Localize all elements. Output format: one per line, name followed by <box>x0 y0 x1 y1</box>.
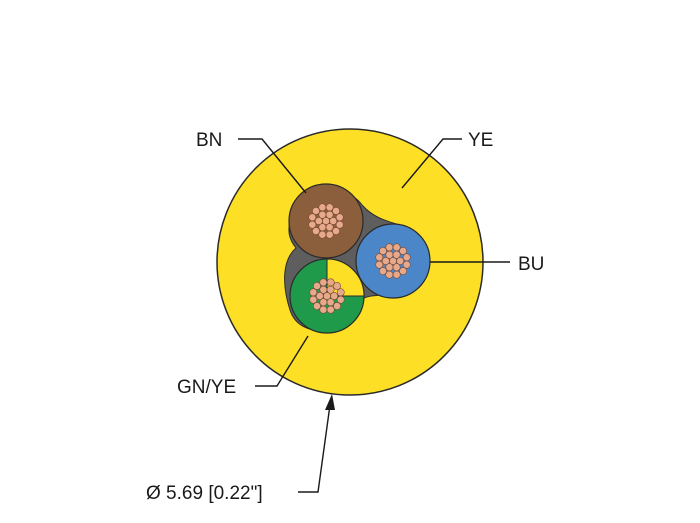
copper-strand <box>308 213 317 222</box>
copper-strand <box>325 210 334 219</box>
copper-strand <box>325 203 334 212</box>
copper-strand <box>314 217 323 225</box>
copper-strand <box>325 223 334 232</box>
copper-strand <box>402 260 411 269</box>
leader-line-jacket <box>401 138 462 189</box>
copper-strand <box>332 227 340 235</box>
copper-strand <box>392 250 401 259</box>
copper-strand <box>319 305 328 314</box>
diameter-arrowhead <box>325 394 335 410</box>
copper-strand <box>308 220 317 229</box>
copper-strand <box>332 207 340 215</box>
copper-strand <box>326 285 335 294</box>
copper-strand <box>312 207 320 215</box>
copper-strand <box>335 220 344 229</box>
ground-core-conductor <box>309 278 345 314</box>
copper-strand <box>381 257 390 265</box>
label-blue-core: BU <box>518 254 544 275</box>
copper-strand <box>392 270 401 279</box>
copper-strand <box>385 270 394 279</box>
copper-strand <box>396 257 405 265</box>
copper-strand <box>309 288 318 297</box>
blue-core <box>355 223 431 299</box>
label-ground-core: GN/YE <box>177 377 236 398</box>
label-jacket: YE <box>468 130 493 151</box>
copper-strand <box>375 253 384 262</box>
copper-strand <box>319 278 328 287</box>
copper-strand <box>326 298 335 307</box>
copper-strand <box>333 282 341 290</box>
copper-strand <box>318 230 327 239</box>
copper-strand <box>392 243 401 252</box>
leader-line-ground <box>255 335 309 387</box>
copper-strand <box>333 302 341 310</box>
copper-strand <box>326 278 335 287</box>
label-brown-core: BN <box>196 130 222 151</box>
copper-strand <box>335 213 344 222</box>
copper-strand <box>312 227 320 235</box>
brown-core <box>288 183 364 259</box>
copper-strand <box>318 203 327 212</box>
label-diameter: Ø 5.69 [0.22"] <box>146 483 263 504</box>
copper-strand <box>325 230 334 239</box>
copper-strand <box>402 253 411 262</box>
copper-strand <box>315 292 324 300</box>
copper-strand <box>375 260 384 269</box>
copper-strand <box>313 282 321 290</box>
copper-strand <box>379 247 387 255</box>
copper-strand <box>379 267 387 275</box>
copper-strand <box>330 292 339 300</box>
copper-strand <box>336 295 345 304</box>
copper-strand <box>385 243 394 252</box>
copper-strand <box>385 250 394 259</box>
copper-strand <box>399 267 407 275</box>
copper-strand <box>336 288 345 297</box>
copper-strand <box>319 285 328 294</box>
blue-core-conductor <box>375 243 411 279</box>
leader-line-diameter <box>298 404 331 493</box>
copper-strand <box>318 210 327 219</box>
copper-strand <box>313 302 321 310</box>
copper-strand <box>309 295 318 304</box>
copper-strand <box>399 247 407 255</box>
copper-strand <box>392 263 401 272</box>
leader-line-brown <box>238 138 307 194</box>
copper-strand <box>326 305 335 314</box>
copper-strand <box>329 217 338 225</box>
brown-core-conductor <box>308 203 344 239</box>
ground-core <box>289 258 365 334</box>
